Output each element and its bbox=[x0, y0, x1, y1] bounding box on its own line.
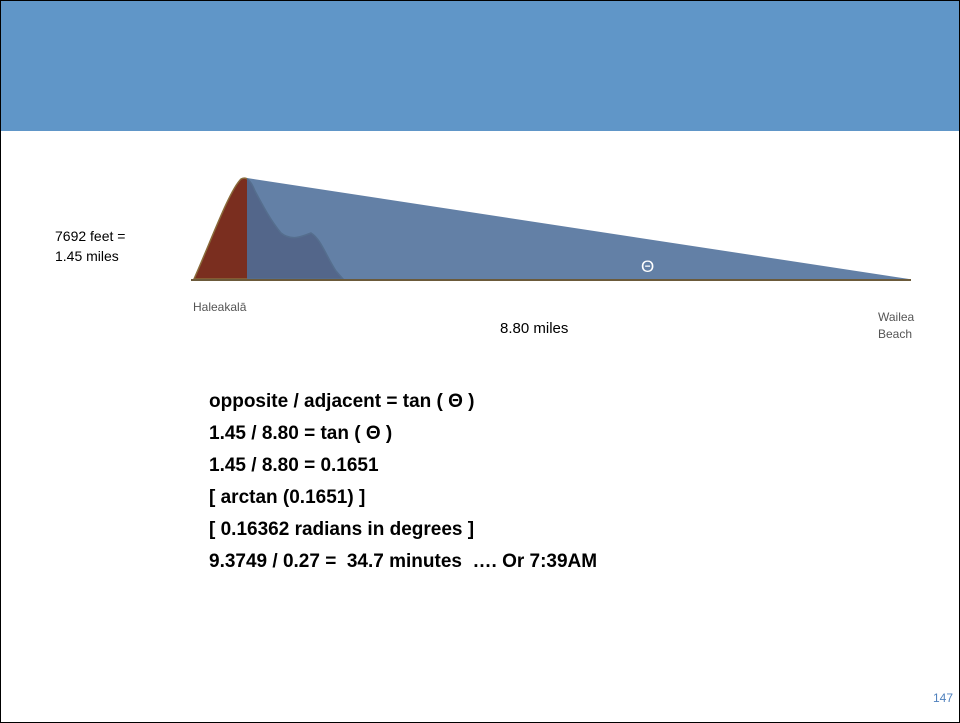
formula-list: opposite / adjacent = tan ( Θ ) 1.45 / 8… bbox=[209, 386, 597, 578]
page-number: 147 bbox=[932, 691, 953, 705]
base-label: 8.80 miles bbox=[500, 320, 568, 337]
right-point-label-line1: Wailea bbox=[878, 310, 915, 324]
right-point-label-line2: Beach bbox=[878, 327, 912, 341]
formula-line: 1.45 / 8.80 = tan ( Θ ) bbox=[209, 423, 393, 444]
height-label-line2: 1.45 miles bbox=[55, 248, 119, 264]
header-band bbox=[1, 1, 959, 131]
formula-line: 1.45 / 8.80 = 0.1651 bbox=[209, 455, 379, 476]
formula-line: [ 0.16362 radians in degrees ] bbox=[209, 519, 475, 540]
right-triangle bbox=[247, 178, 909, 279]
height-label-line1: 7692 feet = bbox=[55, 228, 125, 244]
angle-label: Θ bbox=[641, 257, 654, 276]
formula-line: [ arctan (0.1651) ] bbox=[209, 487, 366, 508]
formula-line: 9.3749 / 0.27 = 34.7 minutes …. Or 7:39A… bbox=[209, 551, 598, 572]
formula-line: opposite / adjacent = tan ( Θ ) bbox=[209, 391, 475, 412]
left-point-label: Haleakalā bbox=[193, 300, 247, 314]
